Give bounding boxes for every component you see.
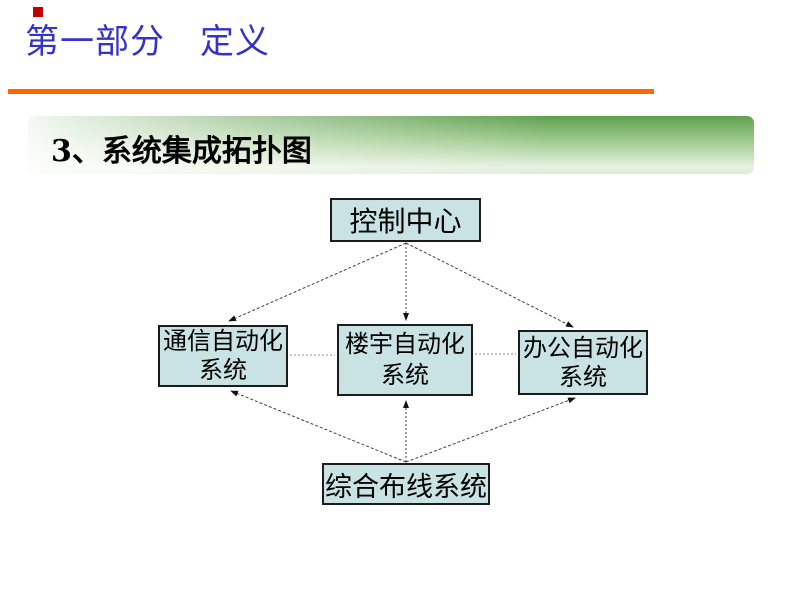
title-underline-rule <box>8 89 654 94</box>
section-bar: 3、系统集成拓扑图 <box>28 116 754 174</box>
node-office-automation: 办公自动化 系统 <box>518 330 648 395</box>
edge-cabling-to-comm <box>230 390 407 463</box>
edge-control-to-comm <box>228 242 407 322</box>
node-communication-automation-label-line1: 通信自动化 <box>163 327 283 355</box>
slide-title: 第一部分 定义 <box>25 22 270 62</box>
node-control-center-label: 控制中心 <box>349 205 462 238</box>
node-integrated-cabling: 综合布线系统 <box>322 463 490 505</box>
node-building-automation-label-line1: 楼宇自动化 <box>345 330 465 358</box>
section-heading: 3、系统集成拓扑图 <box>51 134 312 169</box>
node-integrated-cabling-label: 综合布线系统 <box>325 471 487 503</box>
red-square-decoration <box>33 7 43 17</box>
node-building-automation-label-line2: 系统 <box>381 361 429 389</box>
node-office-automation-label-line1: 办公自动化 <box>523 333 643 362</box>
edge-control-to-office <box>405 242 574 328</box>
node-office-automation-label-line2: 系统 <box>559 362 607 391</box>
node-control-center: 控制中心 <box>330 198 481 242</box>
node-building-automation: 楼宇自动化 系统 <box>337 324 473 396</box>
node-communication-automation: 通信自动化 系统 <box>158 325 288 387</box>
edge-cabling-to-office <box>405 397 576 463</box>
node-communication-automation-label-line2: 系统 <box>199 356 247 384</box>
